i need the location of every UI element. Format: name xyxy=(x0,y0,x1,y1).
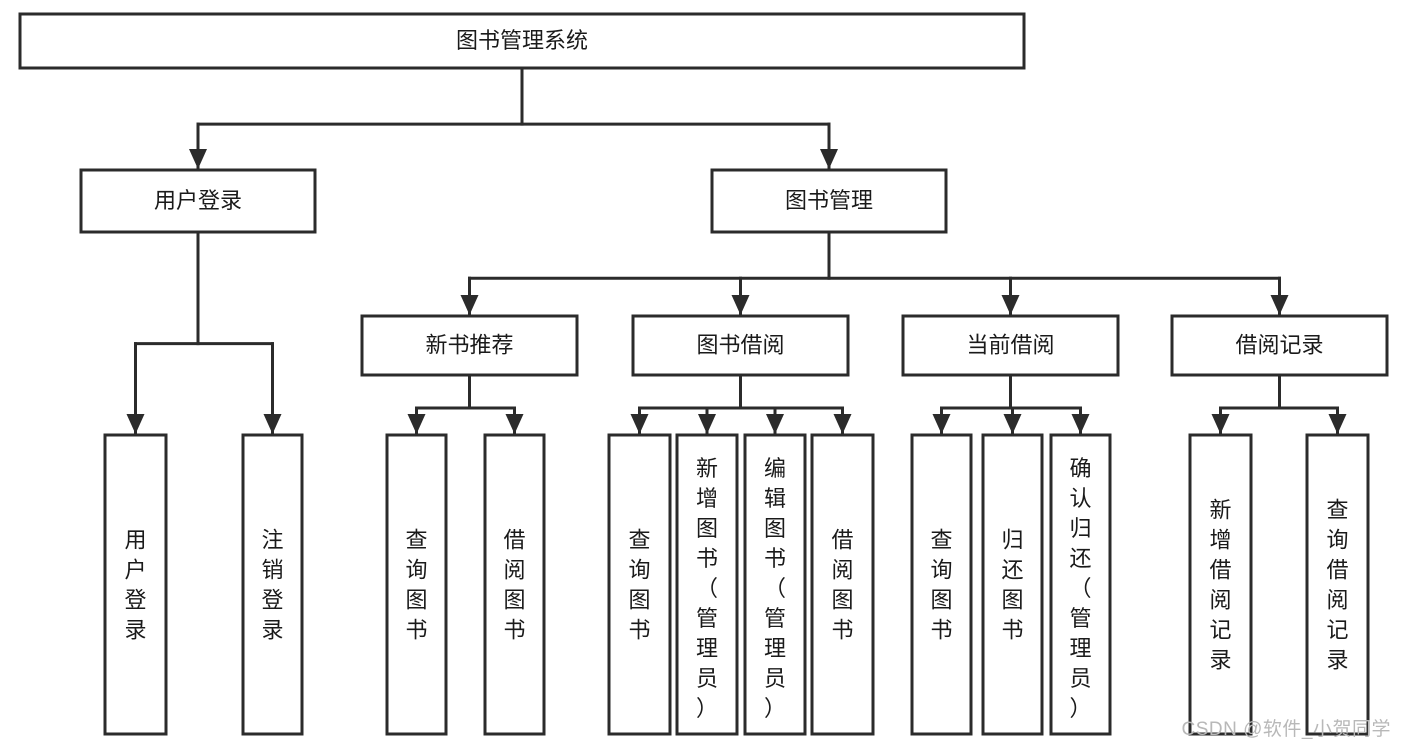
arrow-head-icon xyxy=(1328,414,1347,434)
node-leaf-return-book[interactable]: 归还图书 xyxy=(981,433,1044,736)
node-leaf-query-record[interactable]: 查询借阅记录 xyxy=(1305,433,1370,736)
node-current-borrow[interactable]: 当前借阅 xyxy=(901,314,1120,377)
arrow-head-icon xyxy=(698,414,716,434)
node-box-current-borrow[interactable] xyxy=(901,314,1120,377)
node-label-leaf-borrow-book-1: 借阅图书 xyxy=(503,527,525,642)
node-box-leaf-user-login[interactable] xyxy=(103,433,168,736)
node-borrow-record[interactable]: 借阅记录 xyxy=(1170,314,1389,377)
arrow-head-icon xyxy=(1003,414,1022,434)
node-box-leaf-borrow-book-1[interactable] xyxy=(483,433,546,736)
node-leaf-borrow-book-2[interactable]: 借阅图书 xyxy=(810,433,875,736)
arrow-head-icon xyxy=(1071,414,1090,434)
arrow-head-icon xyxy=(731,295,750,315)
node-box-new-book-recommend[interactable] xyxy=(360,314,579,377)
node-leaf-user-login[interactable]: 用户登录 xyxy=(103,433,168,736)
edge-group-book-management xyxy=(460,230,1289,317)
watermark-label: CSDN @软件_小贺同学 xyxy=(1181,719,1391,740)
node-label-leaf-user-login: 用户登录 xyxy=(124,527,146,642)
node-new-book-recommend[interactable]: 新书推荐 xyxy=(360,314,579,377)
edge-group-user-login xyxy=(126,230,282,436)
node-box-leaf-add-book[interactable] xyxy=(675,433,739,736)
node-label-current-borrow: 当前借阅 xyxy=(966,332,1054,357)
node-label-leaf-query-book-2: 查询图书 xyxy=(628,527,650,642)
arrow-head-icon xyxy=(263,414,282,434)
node-box-user-login[interactable] xyxy=(79,168,317,234)
node-leaf-query-book-1[interactable]: 查询图书 xyxy=(385,433,448,736)
edge-group-new-book-recommend xyxy=(407,373,524,436)
node-label-leaf-edit-book: 编辑图书（管理员） xyxy=(764,456,786,721)
edge-group-borrow-record xyxy=(1211,373,1347,436)
node-box-leaf-return-book[interactable] xyxy=(981,433,1044,736)
node-box-leaf-confirm-return[interactable] xyxy=(1049,433,1112,736)
node-leaf-confirm-return[interactable]: 确认归还（管理员） xyxy=(1049,433,1112,736)
node-label-root: 图书管理系统 xyxy=(456,28,588,53)
edge-group-book-borrow xyxy=(630,373,852,436)
node-book-management[interactable]: 图书管理 xyxy=(710,168,948,234)
nodes-layer: 图书管理系统用户登录图书管理新书推荐图书借阅当前借阅借阅记录用户登录注销登录查询… xyxy=(18,12,1389,736)
arrow-head-icon xyxy=(505,414,524,434)
connectors-layer xyxy=(126,66,1347,436)
node-label-leaf-query-record: 查询借阅记录 xyxy=(1326,497,1348,672)
node-book-borrow[interactable]: 图书借阅 xyxy=(631,314,850,377)
node-user-login[interactable]: 用户登录 xyxy=(79,168,317,234)
arrow-head-icon xyxy=(1270,295,1289,315)
arrow-head-icon xyxy=(766,414,784,434)
node-label-leaf-return-book: 归还图书 xyxy=(1001,527,1023,642)
node-label-book-borrow: 图书借阅 xyxy=(696,332,784,357)
node-label-book-management: 图书管理 xyxy=(785,188,873,213)
arrow-head-icon xyxy=(1211,414,1230,434)
node-box-borrow-record[interactable] xyxy=(1170,314,1389,377)
node-label-leaf-add-book: 新增图书（管理员） xyxy=(696,456,718,721)
node-box-leaf-add-record[interactable] xyxy=(1188,433,1253,736)
arrow-head-icon xyxy=(820,149,838,169)
node-label-leaf-borrow-book-2: 借阅图书 xyxy=(831,527,853,642)
node-leaf-user-logout[interactable]: 注销登录 xyxy=(241,433,304,736)
node-label-new-book-recommend: 新书推荐 xyxy=(425,332,513,357)
node-box-book-management[interactable] xyxy=(710,168,948,234)
arrow-head-icon xyxy=(630,414,649,434)
arrow-head-icon xyxy=(1001,295,1020,315)
arrow-head-icon xyxy=(126,414,145,434)
node-leaf-add-record[interactable]: 新增借阅记录 xyxy=(1188,433,1253,736)
node-leaf-borrow-book-1[interactable]: 借阅图书 xyxy=(483,433,546,736)
arrow-head-icon xyxy=(833,414,852,434)
arrow-head-icon xyxy=(189,149,207,169)
node-label-leaf-user-logout: 注销登录 xyxy=(261,527,283,642)
arrow-head-icon xyxy=(407,414,426,434)
node-label-borrow-record: 借阅记录 xyxy=(1235,332,1323,357)
node-box-leaf-user-logout[interactable] xyxy=(241,433,304,736)
node-leaf-add-book[interactable]: 新增图书（管理员） xyxy=(675,433,739,736)
node-leaf-query-book-3[interactable]: 查询图书 xyxy=(910,433,973,736)
arrow-head-icon xyxy=(460,295,479,315)
node-label-leaf-add-record: 新增借阅记录 xyxy=(1209,497,1231,672)
node-leaf-edit-book[interactable]: 编辑图书（管理员） xyxy=(743,433,807,736)
node-box-leaf-query-book-1[interactable] xyxy=(385,433,448,736)
node-label-leaf-confirm-return: 确认归还（管理员） xyxy=(1069,456,1091,721)
edge-group-current-borrow xyxy=(932,373,1090,436)
node-root[interactable]: 图书管理系统 xyxy=(18,12,1026,70)
node-label-leaf-query-book-3: 查询图书 xyxy=(930,527,952,642)
node-label-user-login: 用户登录 xyxy=(154,188,242,213)
node-box-leaf-borrow-book-2[interactable] xyxy=(810,433,875,736)
edge-group-root xyxy=(189,66,838,171)
node-box-leaf-query-record[interactable] xyxy=(1305,433,1370,736)
node-leaf-query-book-2[interactable]: 查询图书 xyxy=(607,433,672,736)
node-label-leaf-query-book-1: 查询图书 xyxy=(405,527,427,642)
node-box-leaf-query-book-3[interactable] xyxy=(910,433,973,736)
node-box-leaf-query-book-2[interactable] xyxy=(607,433,672,736)
node-box-leaf-edit-book[interactable] xyxy=(743,433,807,736)
node-box-root[interactable] xyxy=(18,12,1026,70)
arrow-head-icon xyxy=(932,414,951,434)
node-box-book-borrow[interactable] xyxy=(631,314,850,377)
